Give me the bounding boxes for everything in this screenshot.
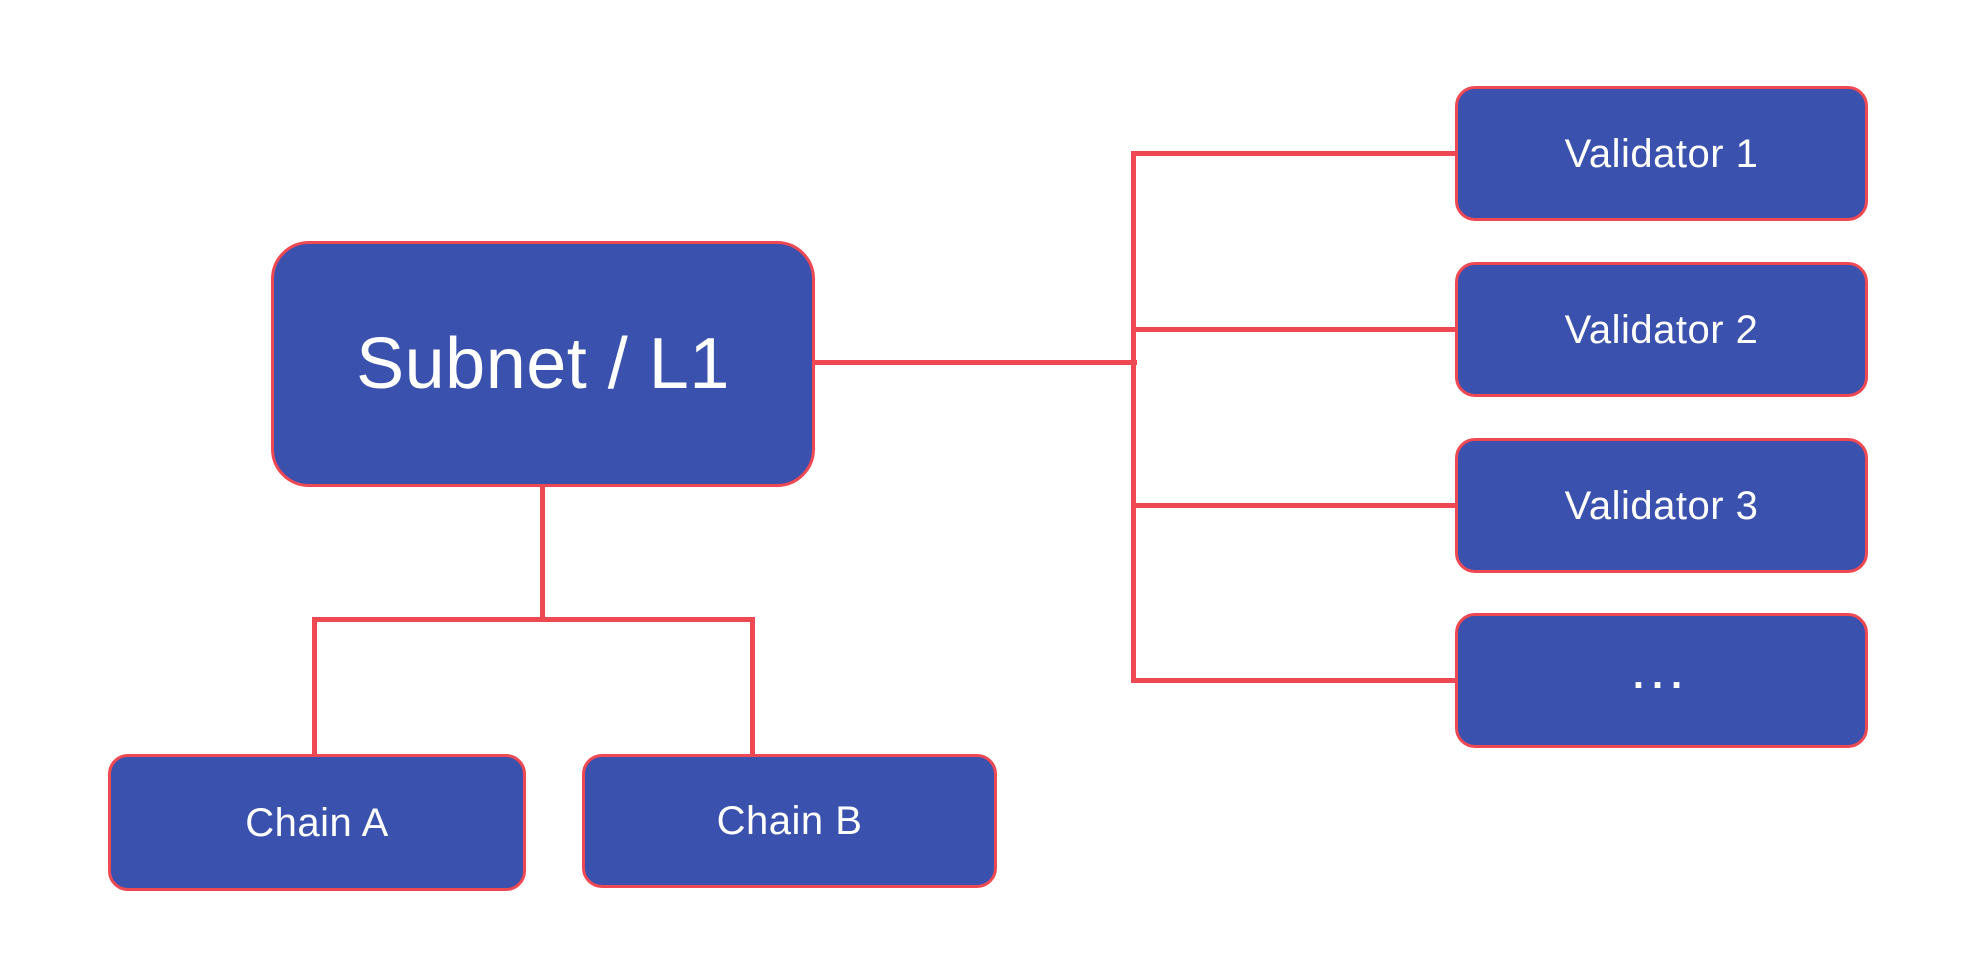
connector-branch-validator-4 <box>1131 678 1457 683</box>
node-chain-b: Chain B <box>582 754 997 888</box>
connector-chain-split-bar <box>312 617 755 622</box>
node-validator-3: Validator 3 <box>1455 438 1868 573</box>
node-validator-2-label: Validator 2 <box>1564 307 1759 352</box>
node-validator-ellipsis: ... <box>1455 613 1868 748</box>
node-validator-2: Validator 2 <box>1455 262 1868 397</box>
connector-branch-validator-3 <box>1131 503 1457 508</box>
node-validator-3-label: Validator 3 <box>1564 483 1759 528</box>
node-validator-ellipsis-label: ... <box>1632 652 1691 697</box>
node-chain-b-label: Chain B <box>716 799 863 843</box>
connector-drop-chain-a <box>312 617 317 756</box>
connector-drop-chain-b <box>750 617 755 756</box>
node-chain-a: Chain A <box>108 754 526 891</box>
node-chain-a-label: Chain A <box>245 800 389 845</box>
connector-validator-trunk <box>1131 151 1136 683</box>
connector-subnet-to-chains <box>540 485 545 621</box>
connector-branch-validator-2 <box>1131 327 1457 332</box>
node-subnet-l1: Subnet / L1 <box>271 241 815 487</box>
connector-branch-validator-1 <box>1131 151 1457 156</box>
node-validator-1-label: Validator 1 <box>1564 131 1759 176</box>
node-validator-1: Validator 1 <box>1455 86 1868 221</box>
node-subnet-l1-label: Subnet / L1 <box>356 324 730 404</box>
connector-subnet-to-trunk <box>813 360 1137 365</box>
